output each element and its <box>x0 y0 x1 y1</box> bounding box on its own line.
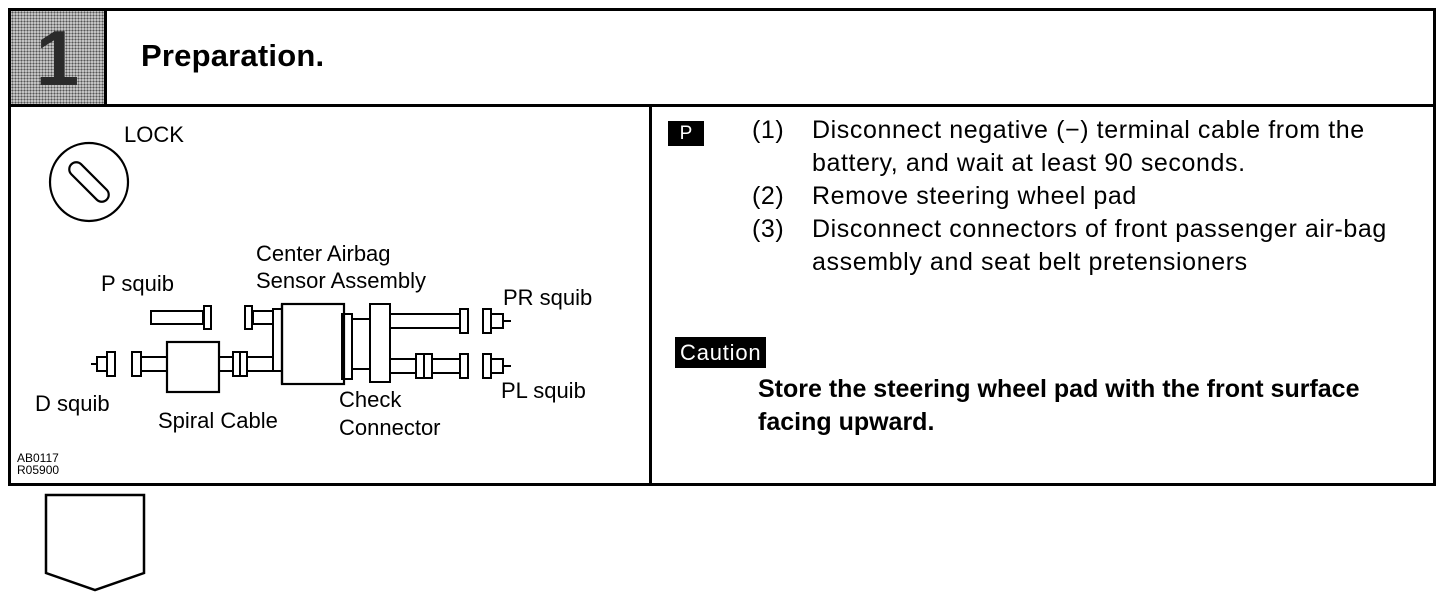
step-text: Disconnect connectors of front passenger… <box>812 215 1387 276</box>
check-connector <box>341 303 391 383</box>
step-number-label: (3) <box>752 215 785 243</box>
check-connector-label-2: Connector <box>339 415 441 440</box>
pl-squib-connector <box>389 353 511 379</box>
step-text: Remove steering wheel pad <box>812 182 1137 210</box>
caution-text: Store the steering wheel pad with the fr… <box>758 375 1360 436</box>
d-squib-connector <box>91 351 116 377</box>
center-airbag-label-1: Center Airbag <box>256 241 391 266</box>
step-number-label: (1) <box>752 116 785 144</box>
procedure-frame: 1 Preparation. LOCK <box>8 8 1436 486</box>
step-number-label: (2) <box>752 182 785 210</box>
step-number: 1 <box>35 14 80 102</box>
lock-label: LOCK <box>124 122 184 147</box>
step-number-box: 1 <box>11 11 107 104</box>
center-airbag-label-2: Sensor Assembly <box>256 268 426 293</box>
check-connector-label-1: Check <box>339 387 402 412</box>
figure-code-1: AB0117 <box>17 451 59 465</box>
procedure-step: (1) Disconnect negative (−) terminal cab… <box>752 114 1442 180</box>
pl-squib-label: PL squib <box>501 378 586 403</box>
step-text: Disconnect negative (−) terminal cable f… <box>812 116 1365 177</box>
procedure-badge: P <box>668 121 704 146</box>
step-header: 1 Preparation. <box>11 11 1433 107</box>
pr-squib-label: PR squib <box>503 285 592 310</box>
center-airbag-sensor-body <box>280 302 346 386</box>
continue-arrow-icon <box>44 493 146 592</box>
step-title: Preparation. <box>141 38 325 73</box>
spiral-cable <box>131 340 274 394</box>
figure-code-2: R05900 <box>17 463 59 477</box>
procedure-step: (2) Remove steering wheel pad <box>752 180 1442 213</box>
p-squib-connector <box>150 305 274 330</box>
d-squib-label: D squib <box>35 391 110 416</box>
spiral-cable-label: Spiral Cable <box>158 408 278 433</box>
p-squib-label: P squib <box>101 271 174 296</box>
pr-squib-connector <box>389 308 511 334</box>
procedure-steps: (1) Disconnect negative (−) terminal cab… <box>752 114 1442 279</box>
ignition-lock-icon <box>48 141 130 223</box>
procedure-step: (3) Disconnect connectors of front passe… <box>752 213 1442 279</box>
airbag-wiring-diagram: LOCK <box>17 122 592 477</box>
instructions-panel: P (1) Disconnect negative (−) terminal c… <box>652 104 1433 483</box>
caution-badge: Caution <box>675 337 767 368</box>
illustration-panel: LOCK <box>11 104 652 483</box>
